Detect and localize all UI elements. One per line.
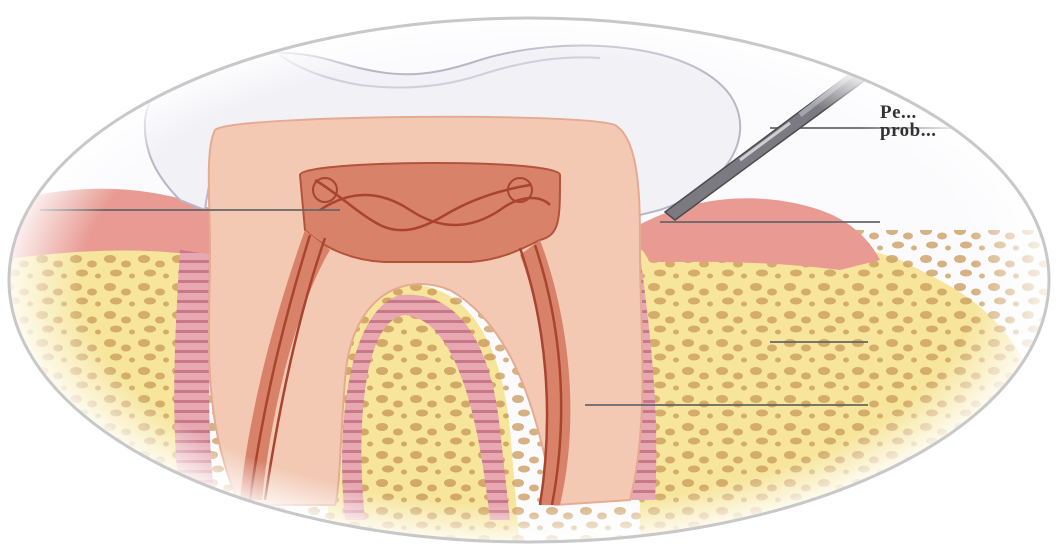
probe-label-line2: prob...: [880, 120, 936, 141]
